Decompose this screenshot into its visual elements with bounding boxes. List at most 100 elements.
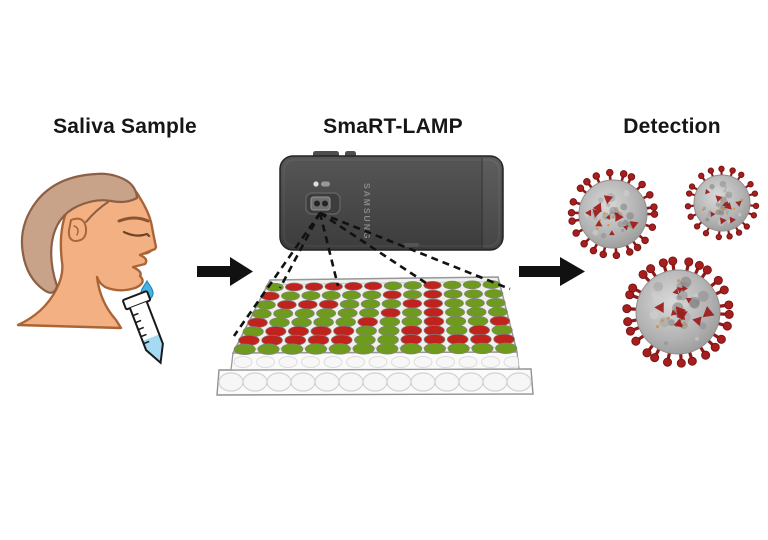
spike-head — [729, 167, 736, 174]
spike-head — [726, 233, 733, 240]
spike-head — [713, 275, 723, 285]
detection-section-title: Detection — [623, 115, 721, 138]
flash-icon — [313, 181, 319, 187]
virus-texture — [620, 203, 628, 211]
well-C6 — [360, 299, 381, 309]
well-D10 — [445, 307, 465, 318]
well-E10 — [445, 316, 467, 327]
membrane-speck — [726, 212, 729, 215]
membrane-speck — [715, 210, 718, 212]
spike-head — [568, 217, 576, 225]
well-H2 — [257, 343, 280, 355]
well-B6 — [362, 290, 382, 300]
virus-texture — [709, 183, 715, 190]
well-shadow — [436, 356, 455, 368]
well-H10 — [447, 342, 470, 355]
virus-texture — [738, 212, 742, 217]
spike-head — [625, 326, 635, 336]
hairline — [85, 201, 109, 223]
surface-protein — [585, 209, 592, 217]
well-D1 — [251, 308, 272, 319]
virus-texture — [705, 217, 710, 222]
virus-texture — [663, 341, 669, 346]
spike-head — [569, 198, 578, 206]
membrane-speck — [607, 223, 610, 227]
virus-texture — [626, 212, 634, 220]
phone-brand-label: SAMSUNG — [362, 183, 372, 240]
well-B2 — [281, 291, 300, 301]
camera-module-icon — [305, 192, 341, 215]
sensor-icon — [321, 181, 330, 187]
well-shadow — [346, 356, 365, 368]
camera-lens — [322, 200, 328, 207]
smartphone-icon: SAMSUNG — [279, 151, 504, 251]
spike-head — [572, 229, 580, 237]
spike-head — [641, 236, 649, 245]
virus-texture — [699, 322, 707, 330]
well-E6 — [357, 316, 378, 328]
well-shadow — [323, 356, 343, 368]
closed-eye — [122, 230, 151, 238]
virus-texture — [727, 219, 731, 224]
spike-head — [718, 165, 725, 172]
spike-head — [619, 170, 628, 178]
well-A2 — [285, 282, 304, 292]
well-B3 — [301, 291, 321, 301]
well-C9 — [423, 298, 443, 309]
well-C4 — [318, 299, 339, 310]
well-shadow — [503, 356, 519, 368]
surface-protein — [603, 195, 614, 205]
well-B12 — [484, 289, 504, 299]
camera-ray-dashed-line — [278, 212, 322, 289]
camera-ray-dashed-line — [319, 211, 511, 291]
spike-head — [625, 248, 634, 256]
camera-fov-rays — [232, 211, 511, 337]
virus-texture — [683, 302, 689, 308]
well-C8 — [402, 298, 423, 309]
membrane-speck — [683, 322, 687, 326]
well-C1 — [256, 300, 276, 310]
membrane-speck — [733, 207, 736, 210]
well-shadow — [434, 372, 460, 392]
spike-head — [738, 171, 745, 178]
well-E3 — [291, 317, 312, 328]
speaker-slot — [403, 243, 419, 247]
surface-protein — [723, 200, 730, 207]
surface-protein — [705, 188, 711, 195]
well-shadow — [482, 372, 508, 392]
spike-head — [580, 240, 588, 248]
well-D3 — [294, 308, 315, 319]
spike-head — [735, 229, 743, 236]
surface-protein — [622, 225, 629, 231]
spike-head — [646, 264, 656, 274]
spike-head — [701, 350, 711, 360]
well-E1 — [247, 317, 268, 328]
virus-texture — [609, 206, 617, 215]
membrane-speck — [616, 210, 620, 213]
well-D6 — [359, 307, 380, 318]
surface-protein — [629, 221, 639, 230]
virus-texture — [622, 219, 629, 226]
well-shadow — [391, 356, 410, 368]
spike-head — [687, 356, 697, 366]
spike-head — [686, 190, 693, 197]
surface-protein — [675, 306, 687, 318]
virus-texture — [715, 209, 722, 216]
well-shadow — [242, 372, 268, 392]
spike-head — [719, 285, 729, 295]
virus-texture — [620, 228, 625, 233]
well-C2 — [277, 300, 297, 310]
surface-protein — [685, 297, 692, 304]
virus-icon — [567, 168, 659, 260]
well-shadow — [218, 372, 244, 392]
spike-head — [567, 209, 576, 217]
camera-lens — [314, 200, 320, 207]
membrane-speck — [720, 201, 723, 204]
well-C7 — [381, 299, 402, 309]
virus-texture — [688, 296, 700, 308]
phone-body — [279, 155, 504, 251]
well-C10 — [444, 298, 464, 308]
surface-protein — [720, 217, 727, 225]
well-F11 — [468, 324, 490, 336]
well-E12 — [489, 315, 511, 327]
